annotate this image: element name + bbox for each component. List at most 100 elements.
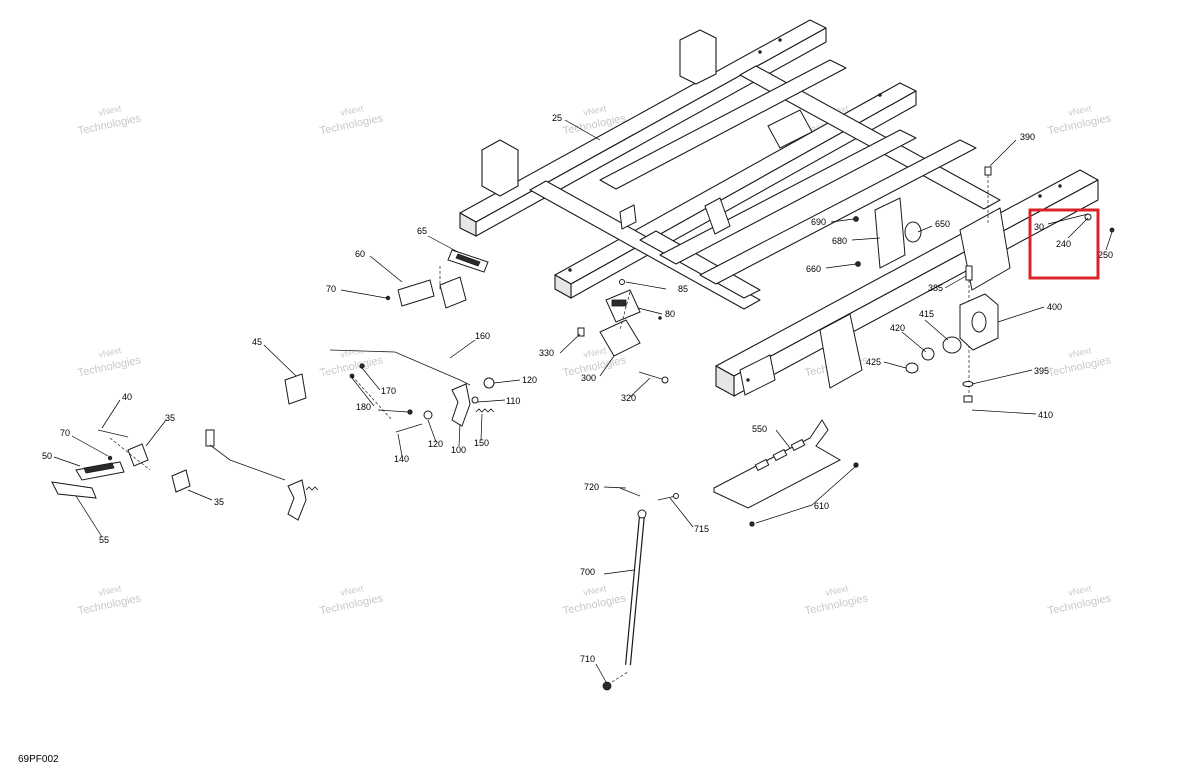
watermark-text: vNext: [824, 583, 849, 598]
bushing-415: [942, 336, 962, 354]
watermark-text: Technologies: [319, 112, 385, 137]
watermark-text: Technologies: [77, 354, 143, 379]
link-160: [329, 349, 471, 386]
shield-550: [713, 419, 859, 527]
bolt-240: [1084, 213, 1092, 221]
leader-lines: [53, 119, 1113, 683]
bolt-330: [577, 327, 585, 337]
bolt-385: [965, 265, 973, 281]
label-55: 55: [99, 535, 109, 545]
frame-hole: [778, 38, 782, 42]
label-400: 400: [1047, 302, 1062, 312]
label-120: 120: [522, 375, 537, 385]
watermark-text: vNext: [339, 345, 364, 360]
handle-assembly: [51, 249, 631, 521]
label-390: 390: [1020, 132, 1035, 142]
label-395: 395: [1034, 366, 1049, 376]
frame-post: [679, 29, 717, 85]
frame-hole: [1038, 194, 1042, 198]
frame-hole: [1058, 184, 1062, 188]
latch-bracket: [819, 313, 863, 389]
nut-180: [407, 409, 413, 415]
watermark-text: vNext: [1067, 345, 1092, 360]
bolt-320: [638, 371, 666, 381]
label-680: 680: [832, 236, 847, 246]
label-110: 110: [506, 396, 520, 406]
label-65: 65: [417, 226, 427, 236]
label-30: 30: [1034, 222, 1044, 232]
watermark-text: Technologies: [1047, 592, 1113, 617]
label-415: 415: [919, 309, 934, 319]
frame-post: [481, 139, 519, 197]
screw-70: [385, 295, 391, 301]
clip-35: [127, 443, 149, 467]
nut-660: [855, 261, 861, 267]
label-160: 160: [475, 331, 490, 341]
watermark-text: Technologies: [1047, 112, 1113, 137]
label-100: 100: [451, 445, 466, 455]
frame-rail-back-side: [475, 27, 827, 237]
latch-lower: [287, 479, 307, 521]
bolt-140: [395, 423, 423, 433]
latch-100: [451, 383, 471, 427]
label-300: 300: [581, 373, 596, 383]
label-50: 50: [42, 451, 52, 461]
frame-assembly: [459, 19, 1099, 397]
label-690: 690: [811, 217, 826, 227]
frame-crossmember: [599, 59, 847, 190]
label-60: 60: [355, 249, 365, 259]
label-40: 40: [122, 392, 132, 402]
label-720: 720: [584, 482, 599, 492]
label-80: 80: [665, 309, 675, 319]
label-85: 85: [678, 284, 688, 294]
highlight-box: [1028, 208, 1100, 280]
label-35: 35: [214, 497, 224, 507]
shield-plate: [713, 419, 842, 509]
label-700: 700: [580, 567, 595, 577]
clip-35: [171, 469, 191, 493]
label-240: 240: [1056, 239, 1071, 249]
frame-hole: [758, 50, 762, 54]
gas-strut: [602, 487, 679, 691]
watermark-text: vNext: [582, 583, 607, 598]
watermark-text: Technologies: [77, 112, 143, 137]
label-650: 650: [935, 219, 950, 229]
label-385: 385: [928, 283, 943, 293]
bracket-60: [397, 279, 435, 307]
screw-610: [853, 462, 859, 468]
watermark-text: Technologies: [77, 592, 143, 617]
plug-425: [905, 362, 919, 374]
hinge-bracket: [704, 197, 731, 235]
watermark-text: vNext: [1067, 103, 1092, 118]
frame-rail-front-end: [715, 365, 735, 397]
label-25: 25: [552, 113, 562, 123]
bushing-120: [423, 410, 433, 420]
label-45: 45: [252, 337, 262, 347]
watermark-text: Technologies: [1047, 354, 1113, 379]
watermark-text: vNext: [339, 103, 364, 118]
link-rod: [209, 444, 286, 481]
label-120: 120: [428, 439, 443, 449]
frame-hole: [746, 378, 750, 382]
watermark-text: vNext: [1067, 583, 1092, 598]
frame-longitudinal-rail: [739, 65, 1001, 210]
washer-395: [962, 381, 974, 387]
watermark-text: vNext: [582, 345, 607, 360]
label-660: 660: [806, 264, 821, 274]
pivot-block: [439, 276, 467, 309]
frame-tab: [619, 204, 637, 230]
frame-rail-front-side: [733, 179, 1099, 397]
frame-rail-middle-end: [554, 274, 572, 299]
watermark-text: vNext: [97, 345, 122, 360]
label-550: 550: [752, 424, 767, 434]
label-610: 610: [814, 501, 829, 511]
bracket-300: [599, 319, 641, 357]
watermark-text: vNext: [582, 103, 607, 118]
label-715: 715: [694, 524, 709, 534]
watermark-text: Technologies: [562, 592, 628, 617]
label-410: 410: [1038, 410, 1053, 420]
latch-hardware: [577, 279, 669, 384]
label-180: 180: [356, 402, 371, 412]
label-140: 140: [394, 454, 409, 464]
